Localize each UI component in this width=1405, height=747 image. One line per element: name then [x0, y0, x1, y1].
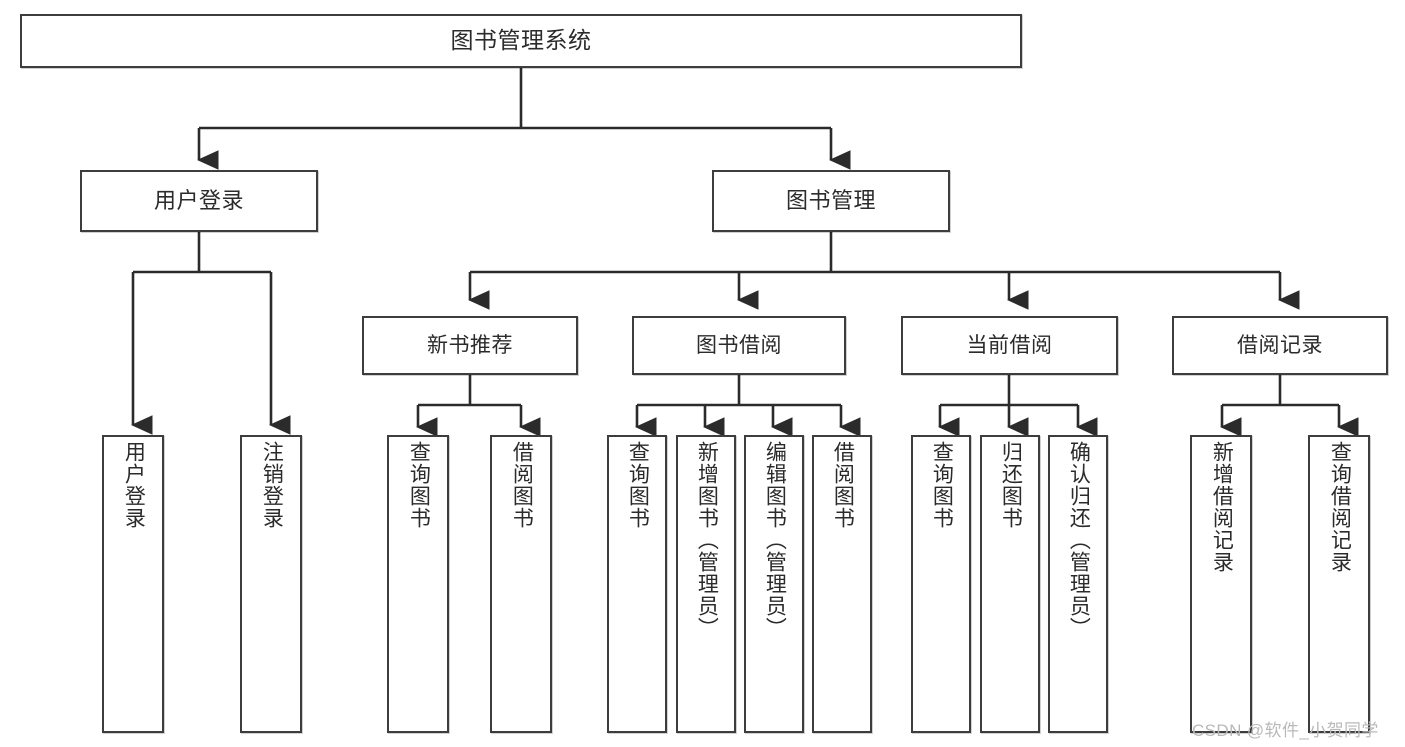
- node-leaf-add-record[interactable]: 新增借阅记录: [1190, 435, 1252, 733]
- node-leaf-user-logout-label: 注销登录: [260, 441, 284, 529]
- node-book-borrow-label: 图书借阅: [696, 333, 782, 357]
- node-leaf-borrow-book-rec-label: 借阅图书: [510, 441, 534, 529]
- node-book-manage-label: 图书管理: [785, 187, 876, 213]
- csdn-watermark: CSDN @软件_小贺同学: [1192, 721, 1379, 740]
- node-leaf-confirm-return-label: 确认归还（管理员）: [1067, 441, 1091, 639]
- node-leaf-user-login-label: 用户登录: [122, 441, 146, 529]
- node-leaf-add-record-label: 新增借阅记录: [1210, 441, 1234, 573]
- node-root[interactable]: 图书管理系统: [20, 14, 1022, 68]
- node-current-borrow[interactable]: 当前借阅: [901, 316, 1118, 375]
- node-borrow-record-label: 借阅记录: [1237, 333, 1323, 357]
- node-new-book-rec[interactable]: 新书推荐: [362, 316, 578, 375]
- node-user-login[interactable]: 用户登录: [80, 170, 318, 232]
- node-leaf-return-book[interactable]: 归还图书: [980, 435, 1040, 733]
- node-current-borrow-label: 当前借阅: [966, 333, 1053, 357]
- node-leaf-user-logout[interactable]: 注销登录: [240, 435, 302, 733]
- node-leaf-return-book-label: 归还图书: [999, 441, 1023, 529]
- node-leaf-confirm-return[interactable]: 确认归还（管理员）: [1048, 435, 1108, 733]
- node-leaf-query-record[interactable]: 查询借阅记录: [1308, 435, 1370, 733]
- node-leaf-borrow-book-b[interactable]: 借阅图书: [812, 435, 872, 733]
- node-leaf-query-book-rec[interactable]: 查询图书: [387, 435, 449, 733]
- node-leaf-edit-book-label: 编辑图书（管理员）: [763, 441, 787, 639]
- node-leaf-add-book[interactable]: 新增图书（管理员）: [676, 435, 736, 733]
- node-leaf-query-book-b-label: 查询图书: [626, 441, 650, 529]
- node-leaf-query-book-rec-label: 查询图书: [407, 441, 431, 529]
- node-leaf-query-book-c-label: 查询图书: [930, 441, 954, 529]
- node-new-book-rec-label: 新书推荐: [427, 333, 513, 357]
- node-leaf-query-record-label: 查询借阅记录: [1328, 441, 1352, 573]
- node-book-manage[interactable]: 图书管理: [712, 170, 950, 232]
- node-root-label: 图书管理系统: [450, 27, 592, 54]
- node-book-borrow[interactable]: 图书借阅: [632, 316, 846, 375]
- node-leaf-borrow-book-b-label: 借阅图书: [831, 441, 855, 529]
- node-leaf-edit-book[interactable]: 编辑图书（管理员）: [744, 435, 804, 733]
- node-user-login-label: 用户登录: [153, 187, 244, 213]
- node-leaf-add-book-label: 新增图书（管理员）: [695, 441, 719, 639]
- node-borrow-record[interactable]: 借阅记录: [1172, 316, 1388, 375]
- node-leaf-borrow-book-rec[interactable]: 借阅图书: [490, 435, 552, 733]
- node-leaf-query-book-b[interactable]: 查询图书: [607, 435, 667, 733]
- node-leaf-query-book-c[interactable]: 查询图书: [911, 435, 971, 733]
- node-leaf-user-login[interactable]: 用户登录: [102, 435, 164, 733]
